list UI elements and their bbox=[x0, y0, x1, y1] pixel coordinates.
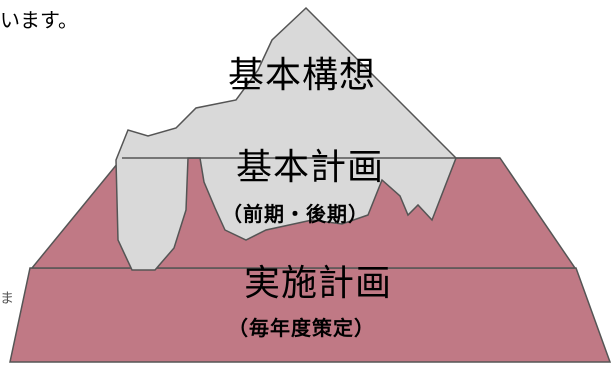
top-layer-title: 基本構想 bbox=[228, 55, 377, 96]
intro-text-fragment: います。 bbox=[0, 8, 78, 32]
middle-layer-title: 基本計画 bbox=[236, 147, 385, 188]
bottom-layer-title: 実施計画 bbox=[244, 263, 393, 304]
edge-text-fragment: ま bbox=[0, 291, 14, 307]
middle-layer-subtitle: （前期・後期） bbox=[222, 202, 369, 226]
bottom-layer-subtitle: （毎年度策定） bbox=[228, 316, 375, 340]
